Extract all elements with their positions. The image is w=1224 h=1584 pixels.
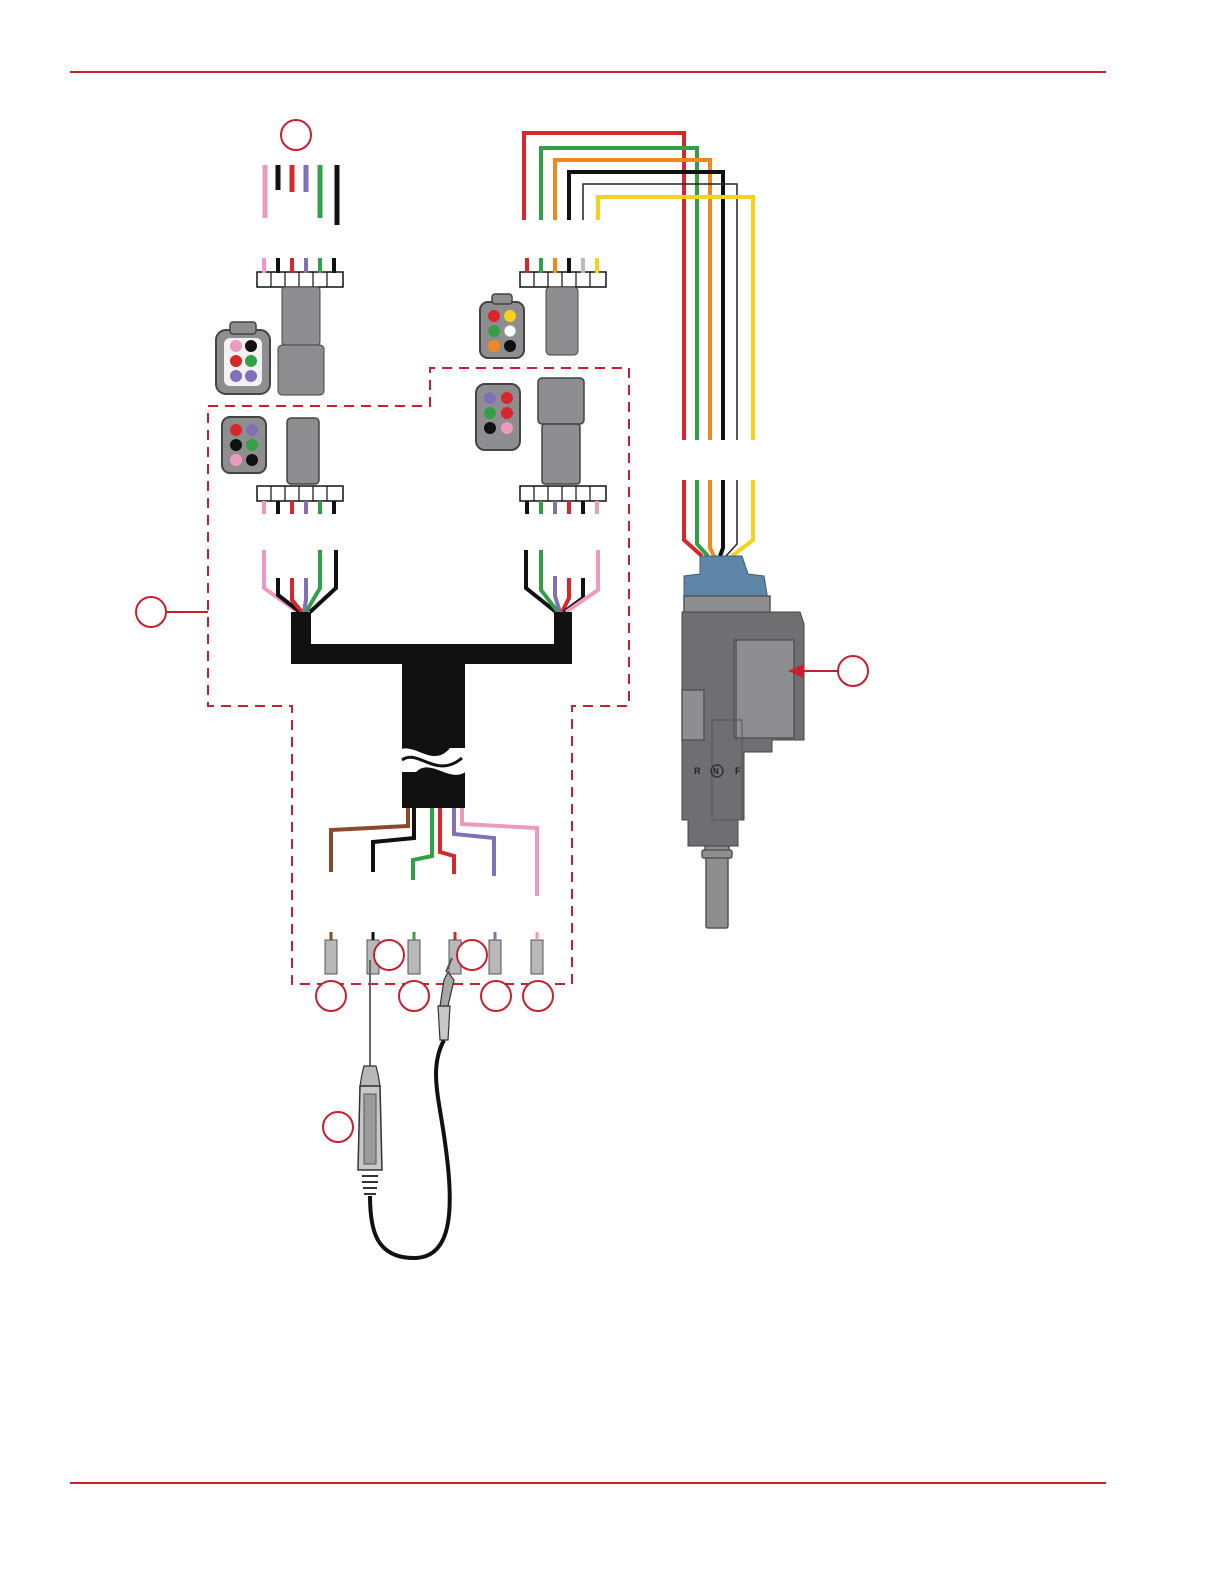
callout-pin-5 <box>481 981 511 1011</box>
y-harness-trunk <box>291 612 572 808</box>
wire-black-loop <box>569 172 723 440</box>
adapter-connector-face-left <box>222 417 266 473</box>
breakout-pink <box>462 808 537 896</box>
connector-face-top-right <box>480 294 524 358</box>
wire-yellow-loop <box>598 197 753 440</box>
top-right-terminal-block <box>520 258 606 355</box>
y-harness-fanout <box>264 550 598 612</box>
terminal-6 <box>531 940 543 974</box>
adapter-connector-body-left <box>257 418 343 514</box>
adapter-connector-face-right <box>476 384 520 450</box>
top-left-harness <box>265 165 337 225</box>
connector-body <box>282 287 320 345</box>
alligator-clip <box>438 1006 450 1040</box>
fan-left-black2 <box>310 550 336 612</box>
actuator-blue-cap <box>684 556 768 600</box>
actuator-marking-r: R <box>694 766 701 776</box>
callout-pin-2 <box>374 940 404 970</box>
shift-actuator: R N F <box>682 556 804 928</box>
breakout-red <box>440 808 454 874</box>
terminal-3 <box>408 940 420 974</box>
callout-top-harness <box>281 120 311 150</box>
actuator-marking-f: F <box>735 766 741 776</box>
wire-white-loop <box>583 184 737 440</box>
breakout-wires <box>331 808 537 896</box>
callout-pin-6 <box>523 981 553 1011</box>
terminal-5 <box>489 940 501 974</box>
connector-plug <box>278 345 324 395</box>
pin-face-striped-1 <box>230 355 242 367</box>
pin-face-black <box>245 340 257 352</box>
actuator-wire-bundle-lower <box>684 480 753 556</box>
pin-face-pink <box>230 340 242 352</box>
fan-left-purple <box>304 578 306 612</box>
callout-pin-4 <box>457 940 487 970</box>
terminal-1 <box>325 940 337 974</box>
connector-face-top-left <box>216 322 270 394</box>
pin-face-green <box>245 355 257 367</box>
callout-adapter-harness <box>136 597 208 627</box>
connector-body-right <box>546 287 578 355</box>
footer-rule <box>70 1482 1106 1484</box>
adapter-connector-body-right <box>520 378 606 514</box>
breakout-terminals <box>325 932 543 974</box>
callout-pin-3 <box>399 981 429 1011</box>
pin-face-striped-3 <box>245 370 257 382</box>
callout-test-light <box>323 1112 353 1142</box>
pin-face-striped-2 <box>230 370 242 382</box>
callout-pin-1 <box>316 981 346 1011</box>
callout-actuator <box>838 656 868 686</box>
actuator-marking-n: N <box>713 767 719 776</box>
